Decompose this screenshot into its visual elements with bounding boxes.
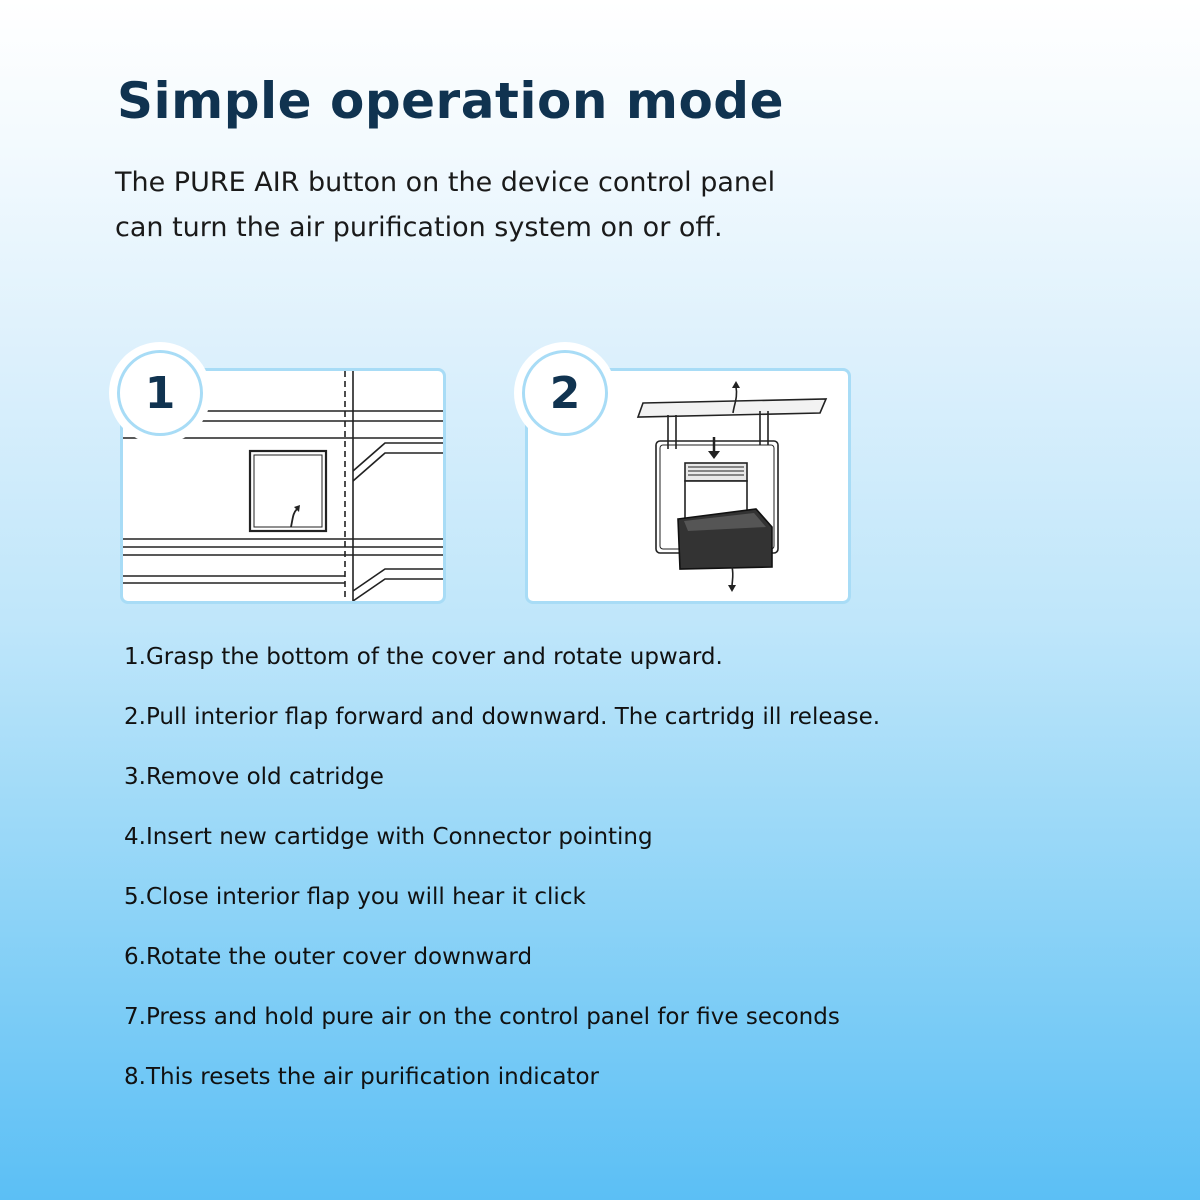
instruction-list: 1.Grasp the bottom of the cover and rota…	[124, 642, 880, 1122]
list-item: 8.This resets the air purification indic…	[124, 1064, 599, 1090]
figure-2-panel	[525, 368, 851, 604]
list-item: 3.Remove old catridge	[124, 764, 384, 790]
list-item: 5.Close interior flap you will hear it c…	[124, 884, 586, 910]
list-item: 7.Press and hold pure air on the control…	[124, 1004, 840, 1030]
list-item: 1.Grasp the bottom of the cover and rota…	[124, 644, 723, 670]
cartridge-flap-illustration	[636, 381, 828, 592]
step-badge-2: 2	[522, 350, 608, 436]
page-title: Simple operation mode	[117, 72, 784, 130]
list-item: 2.Pull interior flap forward and downwar…	[124, 704, 881, 730]
step-badge-1: 1	[117, 350, 203, 436]
intro-line-1: The PURE AIR button on the device contro…	[115, 167, 776, 198]
list-item: 4.Insert new cartidge with Connector poi…	[124, 824, 653, 850]
list-item: 6.Rotate the outer cover downward	[124, 944, 533, 970]
intro-text: The PURE AIR button on the device contro…	[115, 160, 935, 250]
intro-line-2: can turn the air purification system on …	[115, 212, 723, 243]
